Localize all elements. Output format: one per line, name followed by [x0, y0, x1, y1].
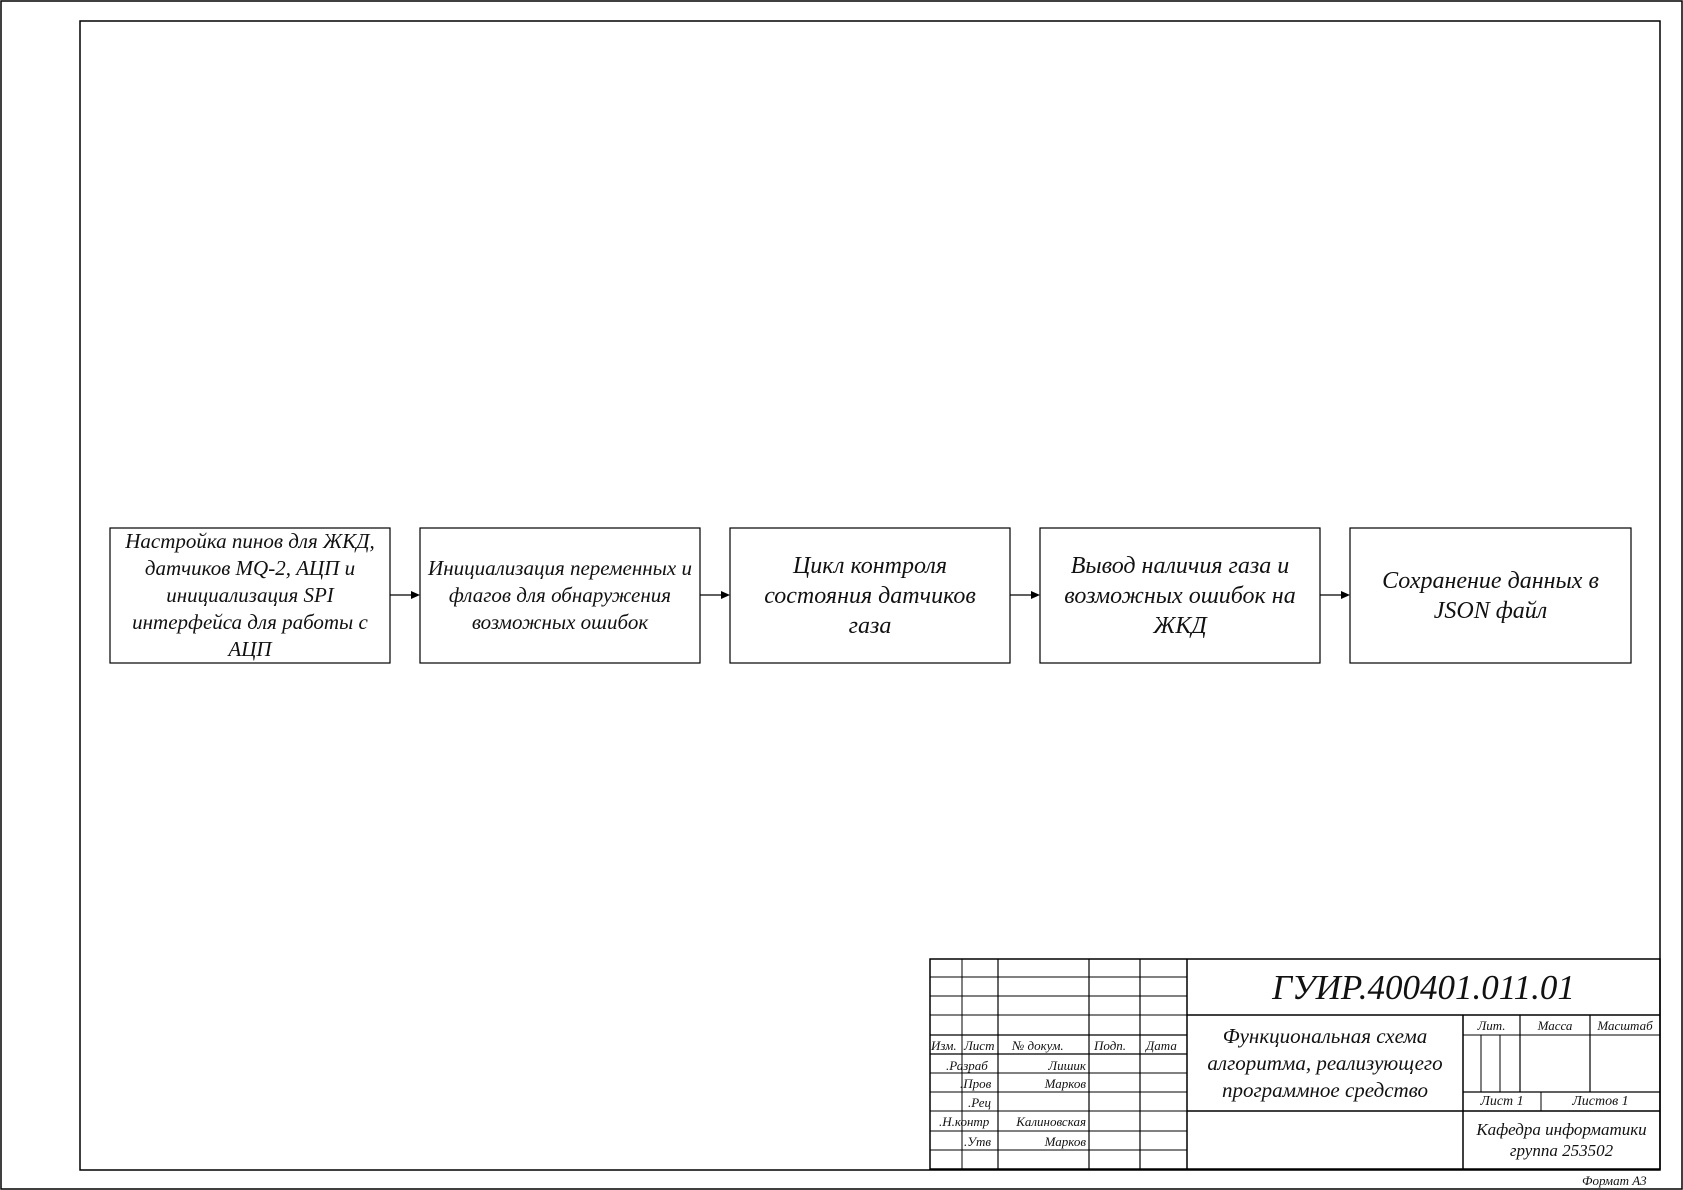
role-utv: .Утв	[964, 1134, 992, 1149]
drawing-frame	[79, 20, 1661, 1171]
name-razrab: Лишик	[1048, 1058, 1086, 1073]
title-block-outer	[929, 958, 1661, 1170]
name-prov: Марков	[1044, 1076, 1086, 1091]
flow-block-4	[1039, 527, 1321, 664]
organization-line-2: группа 253502	[1509, 1141, 1614, 1160]
flow-arrow-1-head	[411, 591, 420, 599]
header-list: Лист	[964, 1038, 995, 1053]
header-izm: Изм.	[931, 1038, 957, 1053]
flow-block-1-text: Настройка пинов для ЖКД, датчиков MQ-2, …	[110, 528, 390, 663]
flow-block-3	[729, 527, 1011, 664]
header-sign: Подп.	[1094, 1038, 1127, 1053]
flow-arrow-4-head	[1341, 591, 1350, 599]
mass-label: Масса	[1537, 1018, 1573, 1033]
name-utv: Марков	[1044, 1134, 1086, 1149]
sheets-total: Листов 1	[1572, 1094, 1629, 1109]
format-label: Формат А3	[1582, 1173, 1647, 1188]
header-date: Дата	[1146, 1038, 1177, 1053]
flow-blocks	[109, 527, 1632, 664]
flow-block-3-text: Цикл контроля состояния датчиков газа	[730, 528, 1010, 663]
name-nkontr: Калиновская	[1016, 1114, 1086, 1129]
sheet-number: Лист 1	[1480, 1094, 1524, 1109]
scale-label: Масштаб	[1597, 1018, 1653, 1033]
flow-block-1	[109, 527, 391, 664]
flow-block-2-text: Инициализация переменных и флагов для об…	[420, 528, 700, 663]
document-title-label: Функциональная схема алгоритма, реализую…	[1207, 1023, 1443, 1102]
flow-block-2	[419, 527, 701, 664]
lit-label: Лит.	[1477, 1018, 1506, 1033]
flow-arrows	[390, 591, 1350, 599]
role-razrab: .Разраб	[946, 1058, 988, 1073]
flow-block-4-text: Вывод наличия газа и возможных ошибок на…	[1040, 528, 1320, 663]
flow-arrow-3-head	[1031, 591, 1040, 599]
title-block-grid	[929, 958, 1661, 1170]
flow-arrow-2-head	[721, 591, 730, 599]
header-doc-num: № докум.	[1012, 1038, 1064, 1053]
flow-block-5-text: Сохранение данных в JSON файл	[1350, 528, 1631, 663]
flow-block-5-label: Сохранение данных в JSON файл	[1382, 567, 1599, 624]
flow-block-5	[1349, 527, 1632, 664]
flow-block-3-label: Цикл контроля состояния датчиков газа	[764, 552, 976, 639]
flow-block-4-label: Вывод наличия газа и возможных ошибок на…	[1064, 552, 1296, 639]
document-title: Функциональная схема алгоритма, реализую…	[1187, 1015, 1463, 1111]
role-nkontr: .Н.контр	[939, 1114, 990, 1129]
organization-line-1: Кафедра информатики	[1476, 1120, 1647, 1139]
role-rec: .Рец	[968, 1095, 991, 1110]
document-designation: ГУИР.400401.011.01	[1272, 968, 1575, 1007]
role-prov: .Пров	[960, 1076, 992, 1091]
flow-block-2-label: Инициализация переменных и флагов для об…	[428, 556, 692, 634]
flow-block-1-label: Настройка пинов для ЖКД, датчиков MQ-2, …	[125, 529, 375, 661]
